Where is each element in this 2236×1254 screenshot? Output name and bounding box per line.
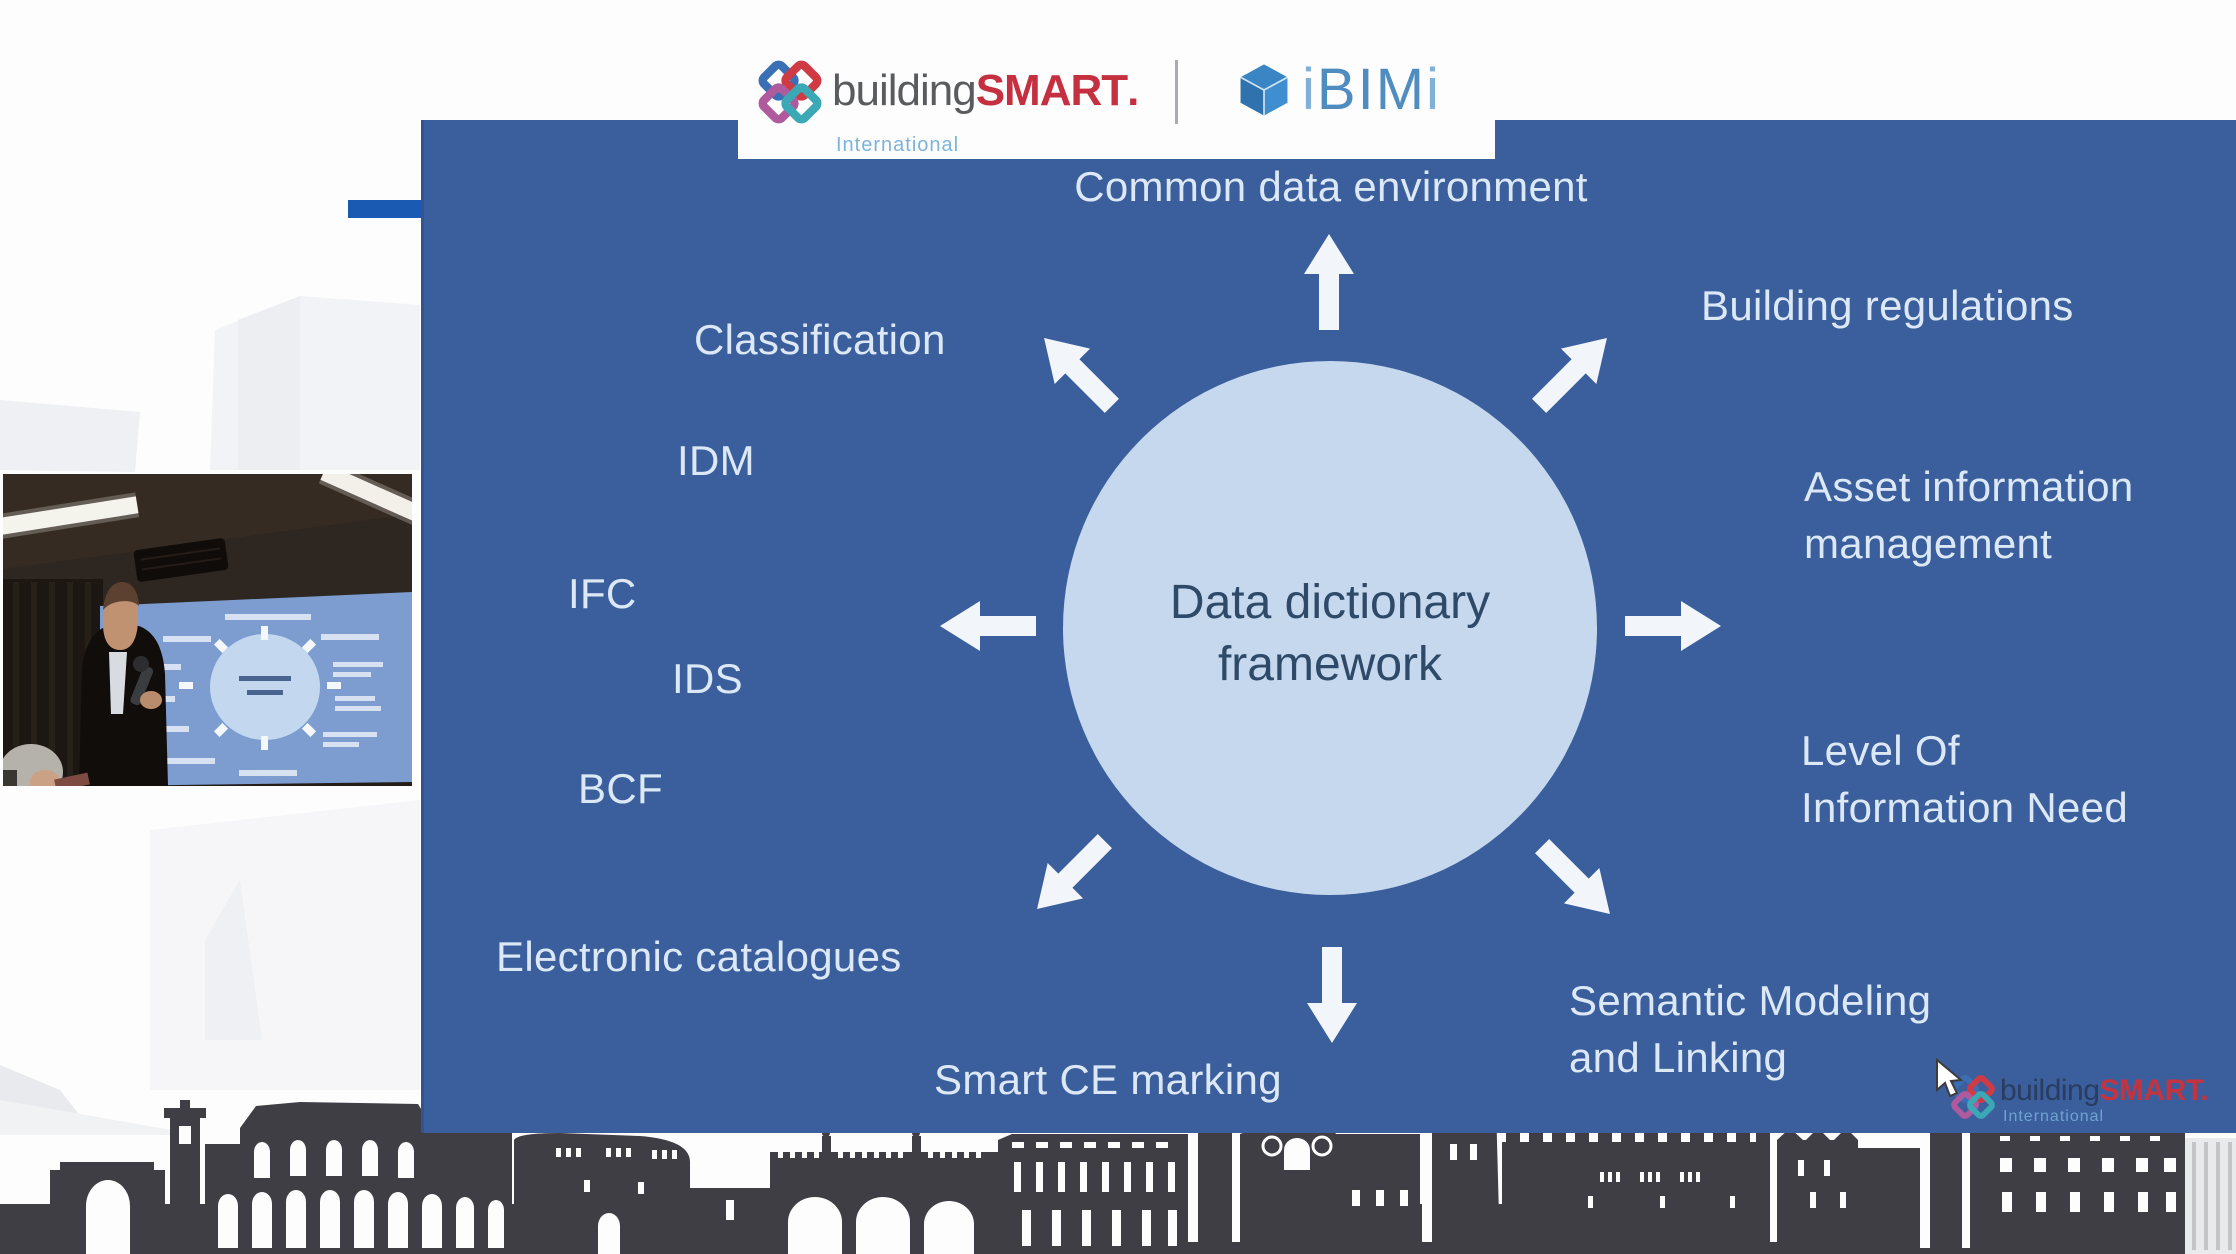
watermark-wordmark: buildingSMART. bbox=[2000, 1074, 2209, 1108]
rome-skyline-silhouette bbox=[0, 1100, 2236, 1254]
arrow-down-left-icon bbox=[1037, 833, 1113, 909]
logo-divider bbox=[1175, 60, 1178, 124]
header-background bbox=[738, 120, 1495, 159]
watermark-word-building: building bbox=[2000, 1074, 2100, 1107]
arrow-up-right-icon bbox=[1531, 338, 1607, 414]
buildingsmart-word-smart: SMART bbox=[975, 66, 1128, 115]
ibimi-letter-i1: i bbox=[1302, 57, 1317, 122]
watermark-word-dot: . bbox=[2200, 1074, 2209, 1107]
buildingsmart-logo-icon bbox=[758, 60, 822, 124]
buildingsmart-word-dot: . bbox=[1127, 66, 1140, 115]
hub-label: Data dictionary framework bbox=[1169, 576, 1491, 691]
watermark-word-smart: SMART bbox=[2099, 1074, 2201, 1107]
ibimi-letter-i2: i bbox=[1426, 57, 1441, 122]
buildingsmart-watermark-icon bbox=[1951, 1075, 1995, 1119]
watermark-subtitle: International bbox=[2003, 1108, 2105, 1125]
slide-watermark-logo: buildingSMART. International bbox=[1948, 1068, 2228, 1130]
arrow-down-icon bbox=[1307, 947, 1357, 1043]
buildingsmart-subtitle: International bbox=[836, 134, 960, 156]
arrow-up-left-icon bbox=[1044, 338, 1120, 414]
spoke-label-common-data-environment: Common data environment bbox=[1074, 163, 1588, 210]
spoke-label-classification: Classification bbox=[694, 316, 946, 363]
spoke-label-ids: IDS bbox=[672, 655, 743, 702]
ibimi-cube-icon bbox=[1240, 64, 1288, 116]
presenter-video[interactable] bbox=[0, 460, 457, 800]
spoke-label-bcf: BCF bbox=[578, 765, 663, 812]
arrow-left-icon bbox=[940, 601, 1036, 651]
arrow-up-icon bbox=[1304, 234, 1354, 330]
spoke-label-smart-ce-marking: Smart CE marking bbox=[934, 1056, 1282, 1103]
buildingsmart-wordmark: buildingSMART. bbox=[832, 66, 1139, 116]
header-logos: buildingSMART. International iBIMi bbox=[740, 46, 1510, 159]
arrow-right-icon bbox=[1625, 601, 1721, 651]
background-watermark-corner bbox=[0, 1065, 200, 1135]
ibimi-letters-bim: BIM bbox=[1316, 57, 1427, 122]
spoke-label-asset-information-management: Asset information management bbox=[1804, 463, 2134, 567]
spoke-label-level-of-information-need: Level Of Information Need bbox=[1801, 727, 2128, 831]
arrow-down-right-icon bbox=[1534, 838, 1610, 914]
spoke-label-semantic-modeling-and-linking: Semantic Modeling and Linking bbox=[1569, 977, 1932, 1081]
spoke-label-electronic-catalogues: Electronic catalogues bbox=[496, 933, 902, 980]
buildingsmart-word-building: building bbox=[832, 66, 977, 115]
spoke-label-building-regulations: Building regulations bbox=[1701, 282, 2074, 329]
accent-bar bbox=[348, 200, 421, 218]
spoke-label-ifc: IFC bbox=[568, 570, 637, 617]
hub-circle bbox=[1063, 361, 1597, 895]
presenter-video-frame bbox=[0, 460, 457, 800]
mouse-cursor-icon bbox=[1936, 1058, 1964, 1098]
background-watermark-buildings bbox=[0, 296, 420, 1090]
spoke-label-idm: IDM bbox=[677, 437, 755, 484]
ibimi-wordmark: iBIMi bbox=[1302, 56, 1441, 123]
